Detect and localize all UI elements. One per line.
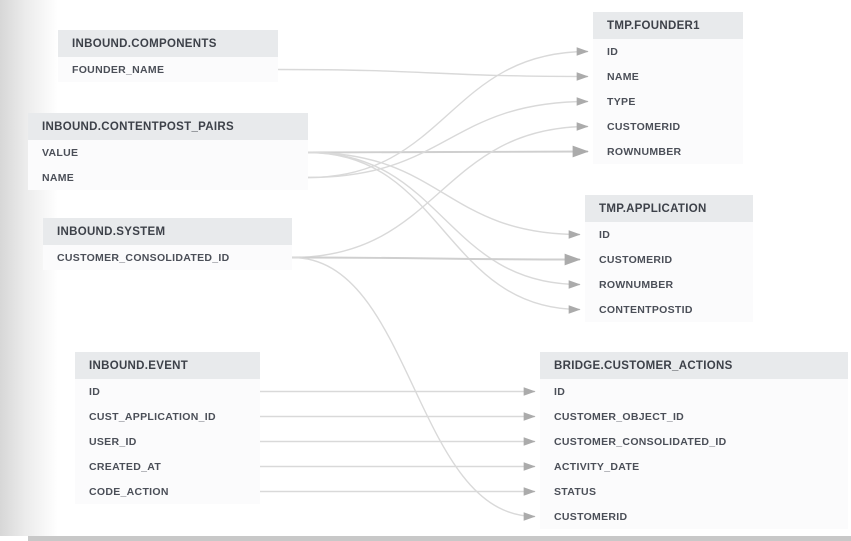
field-row[interactable]: VALUE: [42, 146, 79, 159]
field-row[interactable]: TYPE: [607, 95, 636, 108]
edge-contentpost_pairs.NAME-to-founder1.TYPE: [307, 97, 589, 179]
table-title[interactable]: INBOUND.CONTENTPOST_PAIRS: [28, 113, 308, 140]
table-bridge[interactable]: BRIDGE.CUSTOMER_ACTIONS ID CUSTOMER_OBJECT…: [540, 352, 848, 529]
field-row[interactable]: CUSTOMERID: [599, 253, 673, 266]
field-row[interactable]: CONTENTPOSTID: [599, 303, 693, 316]
table-title[interactable]: INBOUND.SYSTEM: [43, 218, 292, 245]
field-row[interactable]: ID: [89, 385, 101, 398]
table-contentpost_pairs[interactable]: INBOUND.CONTENTPOST_PAIRS VALUE NAME: [28, 113, 308, 190]
horizontal-scrollbar[interactable]: [28, 536, 851, 541]
field-row[interactable]: USER_ID: [89, 435, 137, 448]
field-row[interactable]: CREATED_AT: [89, 460, 162, 473]
edge-system.CUSTOMER_CONSOLIDATED_ID-to-application.CUSTOMERID: [291, 253, 581, 266]
field-row[interactable]: ROWNUMBER: [607, 145, 682, 158]
table-title[interactable]: BRIDGE.CUSTOMER_ACTIONS: [540, 352, 848, 379]
edge-contentpost_pairs.NAME-to-founder1.ID: [307, 47, 589, 179]
field-row[interactable]: CODE_ACTION: [89, 485, 169, 498]
field-row[interactable]: NAME: [607, 70, 640, 83]
edge-components.FOUNDER_NAME-to-founder1.NAME: [277, 68, 589, 81]
field-row[interactable]: ROWNUMBER: [599, 278, 674, 291]
edge-system.CUSTOMER_CONSOLIDATED_ID-to-bridge.CUSTOMERID: [291, 256, 536, 521]
field-row[interactable]: STATUS: [554, 485, 597, 498]
table-system[interactable]: INBOUND.SYSTEM CUSTOMER_CONSOLIDATED_ID: [43, 218, 292, 270]
field-row[interactable]: CUSTOMER_OBJECT_ID: [554, 410, 685, 423]
edge-contentpost_pairs.VALUE-to-application.CONTENTPOSTID: [307, 151, 581, 314]
field-row[interactable]: ACTIVITY_DATE: [554, 460, 640, 473]
field-row[interactable]: CUSTOMERID: [607, 120, 681, 133]
field-row[interactable]: ID: [599, 228, 611, 241]
table-application[interactable]: TMP.APPLICATION ID CUSTOMERID ROWNUMBER CONT…: [585, 195, 753, 322]
field-row[interactable]: ID: [554, 385, 566, 398]
edge-system.CUSTOMER_CONSOLIDATED_ID-to-founder1.CUSTOMERID: [291, 122, 589, 259]
field-row[interactable]: CUST_APPLICATION_ID: [89, 410, 216, 423]
table-title[interactable]: TMP.FOUNDER1: [593, 12, 743, 39]
table-components[interactable]: INBOUND.COMPONENTS FOUNDER_NAME: [58, 30, 278, 82]
edge-contentpost_pairs.VALUE-to-founder1.ROWNUMBER: [307, 145, 589, 158]
edge-contentpost_pairs.VALUE-to-application.ID: [307, 151, 581, 239]
table-title[interactable]: INBOUND.COMPONENTS: [58, 30, 278, 57]
table-event[interactable]: INBOUND.EVENT ID CUST_APPLICATION_ID USER_I…: [75, 352, 260, 504]
field-row[interactable]: CUSTOMERID: [554, 510, 628, 523]
table-title[interactable]: INBOUND.EVENT: [75, 352, 260, 379]
field-row[interactable]: CUSTOMER_CONSOLIDATED_ID: [57, 251, 230, 264]
field-row[interactable]: CUSTOMER_CONSOLIDATED_ID: [554, 435, 727, 448]
table-title[interactable]: TMP.APPLICATION: [585, 195, 753, 222]
edge-contentpost_pairs.VALUE-to-application.ROWNUMBER: [307, 151, 581, 289]
field-row[interactable]: ID: [607, 45, 619, 58]
field-row[interactable]: FOUNDER_NAME: [72, 63, 165, 76]
field-row[interactable]: NAME: [42, 171, 75, 184]
